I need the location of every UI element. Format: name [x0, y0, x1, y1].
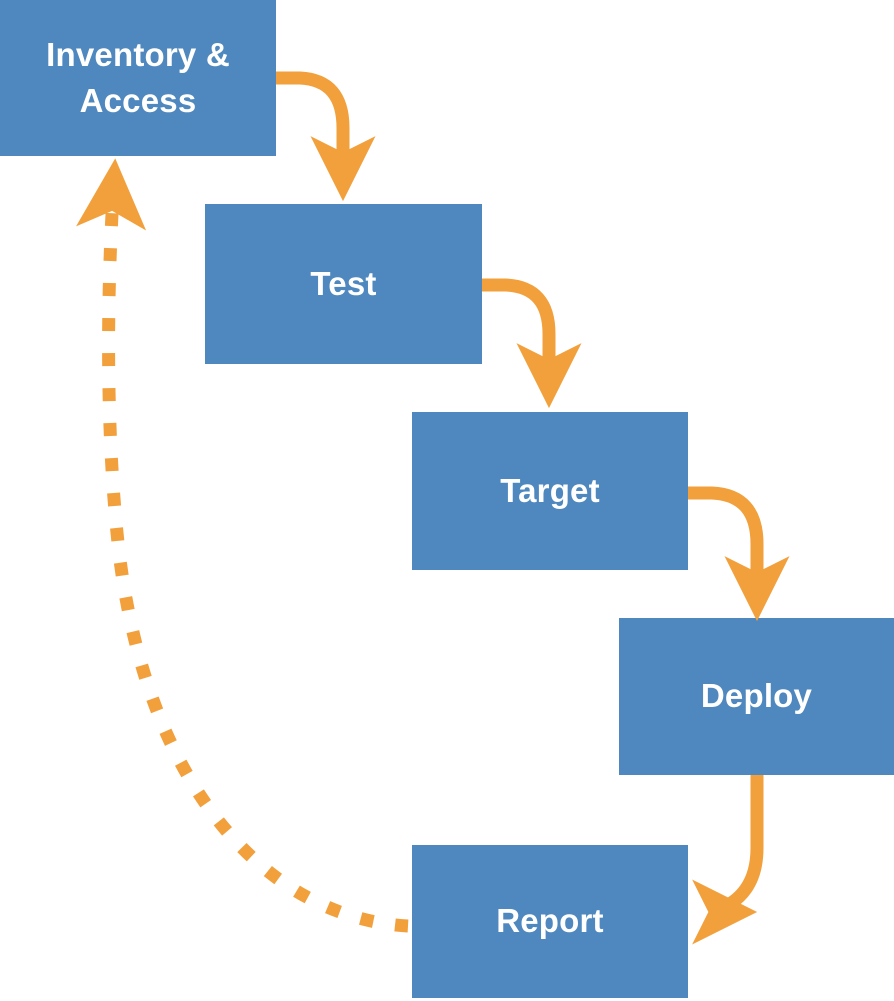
connector-inventory-to-test [276, 71, 376, 202]
node-target[interactable]: Target [412, 412, 688, 570]
node-test-label: Test [310, 264, 377, 302]
node-report[interactable]: Report [412, 845, 688, 998]
node-test[interactable]: Test [205, 204, 482, 364]
node-inventory-access-label: Inventory & Access [46, 35, 230, 119]
node-report-label: Report [496, 902, 604, 940]
node-deploy[interactable]: Deploy [619, 618, 894, 775]
node-inventory-access[interactable]: Inventory & Access [0, 0, 276, 156]
node-target-label: Target [500, 471, 600, 509]
node-deploy-label: Deploy [700, 677, 813, 715]
connector-deploy-to-report [692, 775, 764, 945]
connector-target-to-deploy [688, 486, 790, 622]
connector-test-to-target [482, 278, 582, 409]
